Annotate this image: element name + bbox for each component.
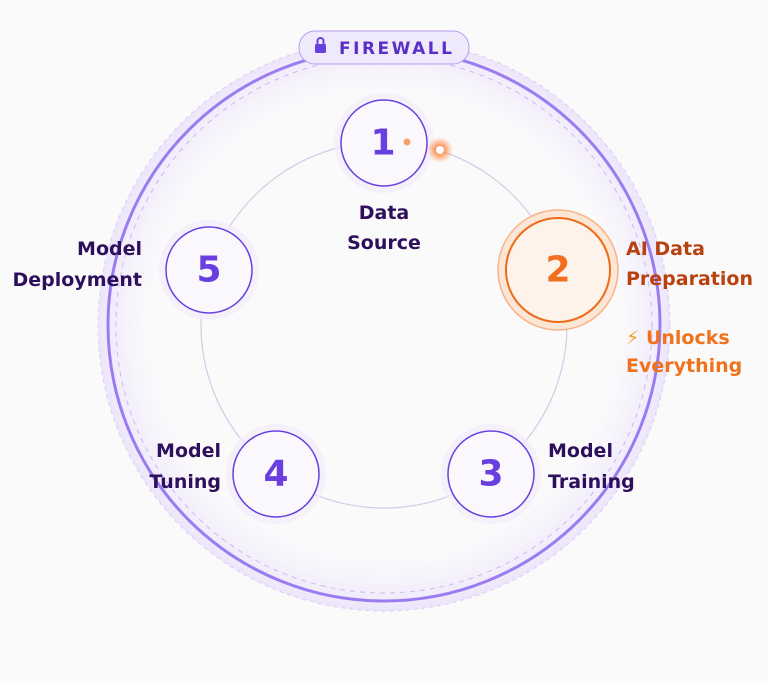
step-1-node[interactable]: 1 xyxy=(334,93,434,193)
step-2-label-line1: AI Data xyxy=(626,238,705,260)
step-5-label-line1: Model xyxy=(77,238,142,260)
step-2-note-line2: Everything xyxy=(626,355,742,377)
step-5-number: 5 xyxy=(196,250,221,291)
step-2-node[interactable]: 2 xyxy=(497,209,619,331)
step-3-label-line1: Model xyxy=(548,440,613,462)
lock-icon xyxy=(315,37,326,53)
step-5-node[interactable]: 5 xyxy=(159,220,259,320)
firewall-label: FIREWALL xyxy=(339,39,454,59)
step-5-label-line2: Deployment xyxy=(12,269,142,291)
step-4-number: 4 xyxy=(263,454,288,495)
step-3-label-line2: Training xyxy=(548,471,635,493)
step-3-number: 3 xyxy=(478,454,503,495)
progress-indicator-dot xyxy=(436,146,444,154)
lightning-icon: ⚡ xyxy=(626,327,639,349)
step-2-note-text: Unlocks xyxy=(646,327,730,349)
firewall-badge: FIREWALL xyxy=(298,30,470,65)
step-4-label-line1: Model xyxy=(156,440,221,462)
step-4-node[interactable]: 4 xyxy=(226,424,326,524)
step-2-label-line2: Preparation xyxy=(626,268,753,290)
step-1-number: 1 xyxy=(370,123,395,164)
step-4-label-line2: Tuning xyxy=(149,471,221,493)
step-1-label-line2: Source xyxy=(347,232,421,254)
step-2-number: 2 xyxy=(545,250,570,291)
step-3-node[interactable]: 3 xyxy=(441,424,541,524)
step-2-note-line1: ⚡ Unlocks xyxy=(626,327,730,349)
step-1-label-line1: Data xyxy=(359,202,410,224)
